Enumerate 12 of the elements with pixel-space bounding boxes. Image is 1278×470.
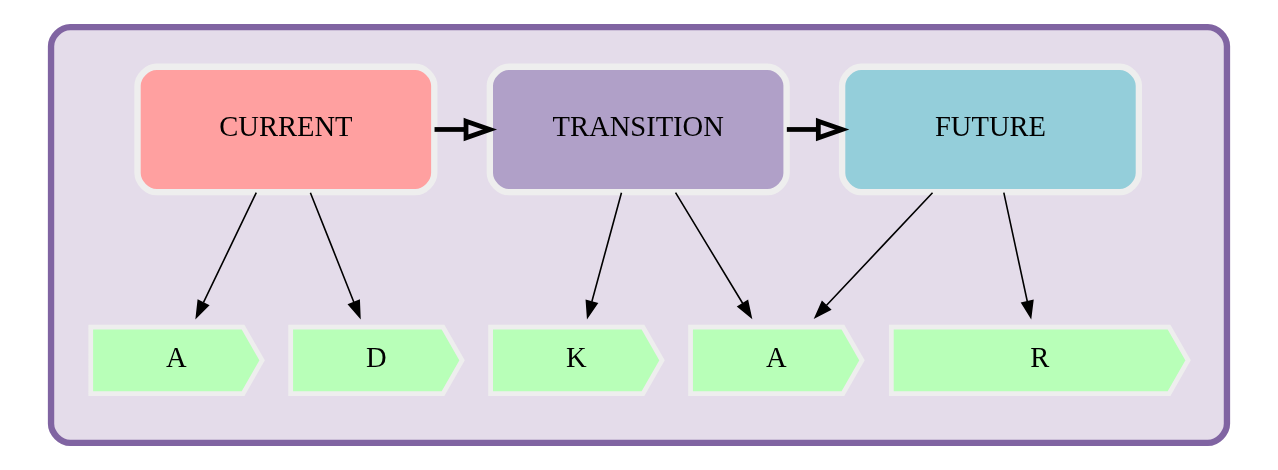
arrow — [813, 191, 934, 319]
cluster — [47, 23, 1231, 447]
arrow — [674, 191, 753, 320]
node-box: CURRENT — [134, 63, 438, 196]
node-box: TRANSITION — [486, 63, 790, 196]
arrow — [309, 191, 361, 320]
node-box: FUTURE — [838, 63, 1143, 196]
arrow — [195, 191, 258, 320]
arrow — [585, 191, 623, 320]
arrow — [786, 117, 850, 142]
arrow — [1003, 191, 1034, 320]
arrow — [434, 117, 498, 142]
